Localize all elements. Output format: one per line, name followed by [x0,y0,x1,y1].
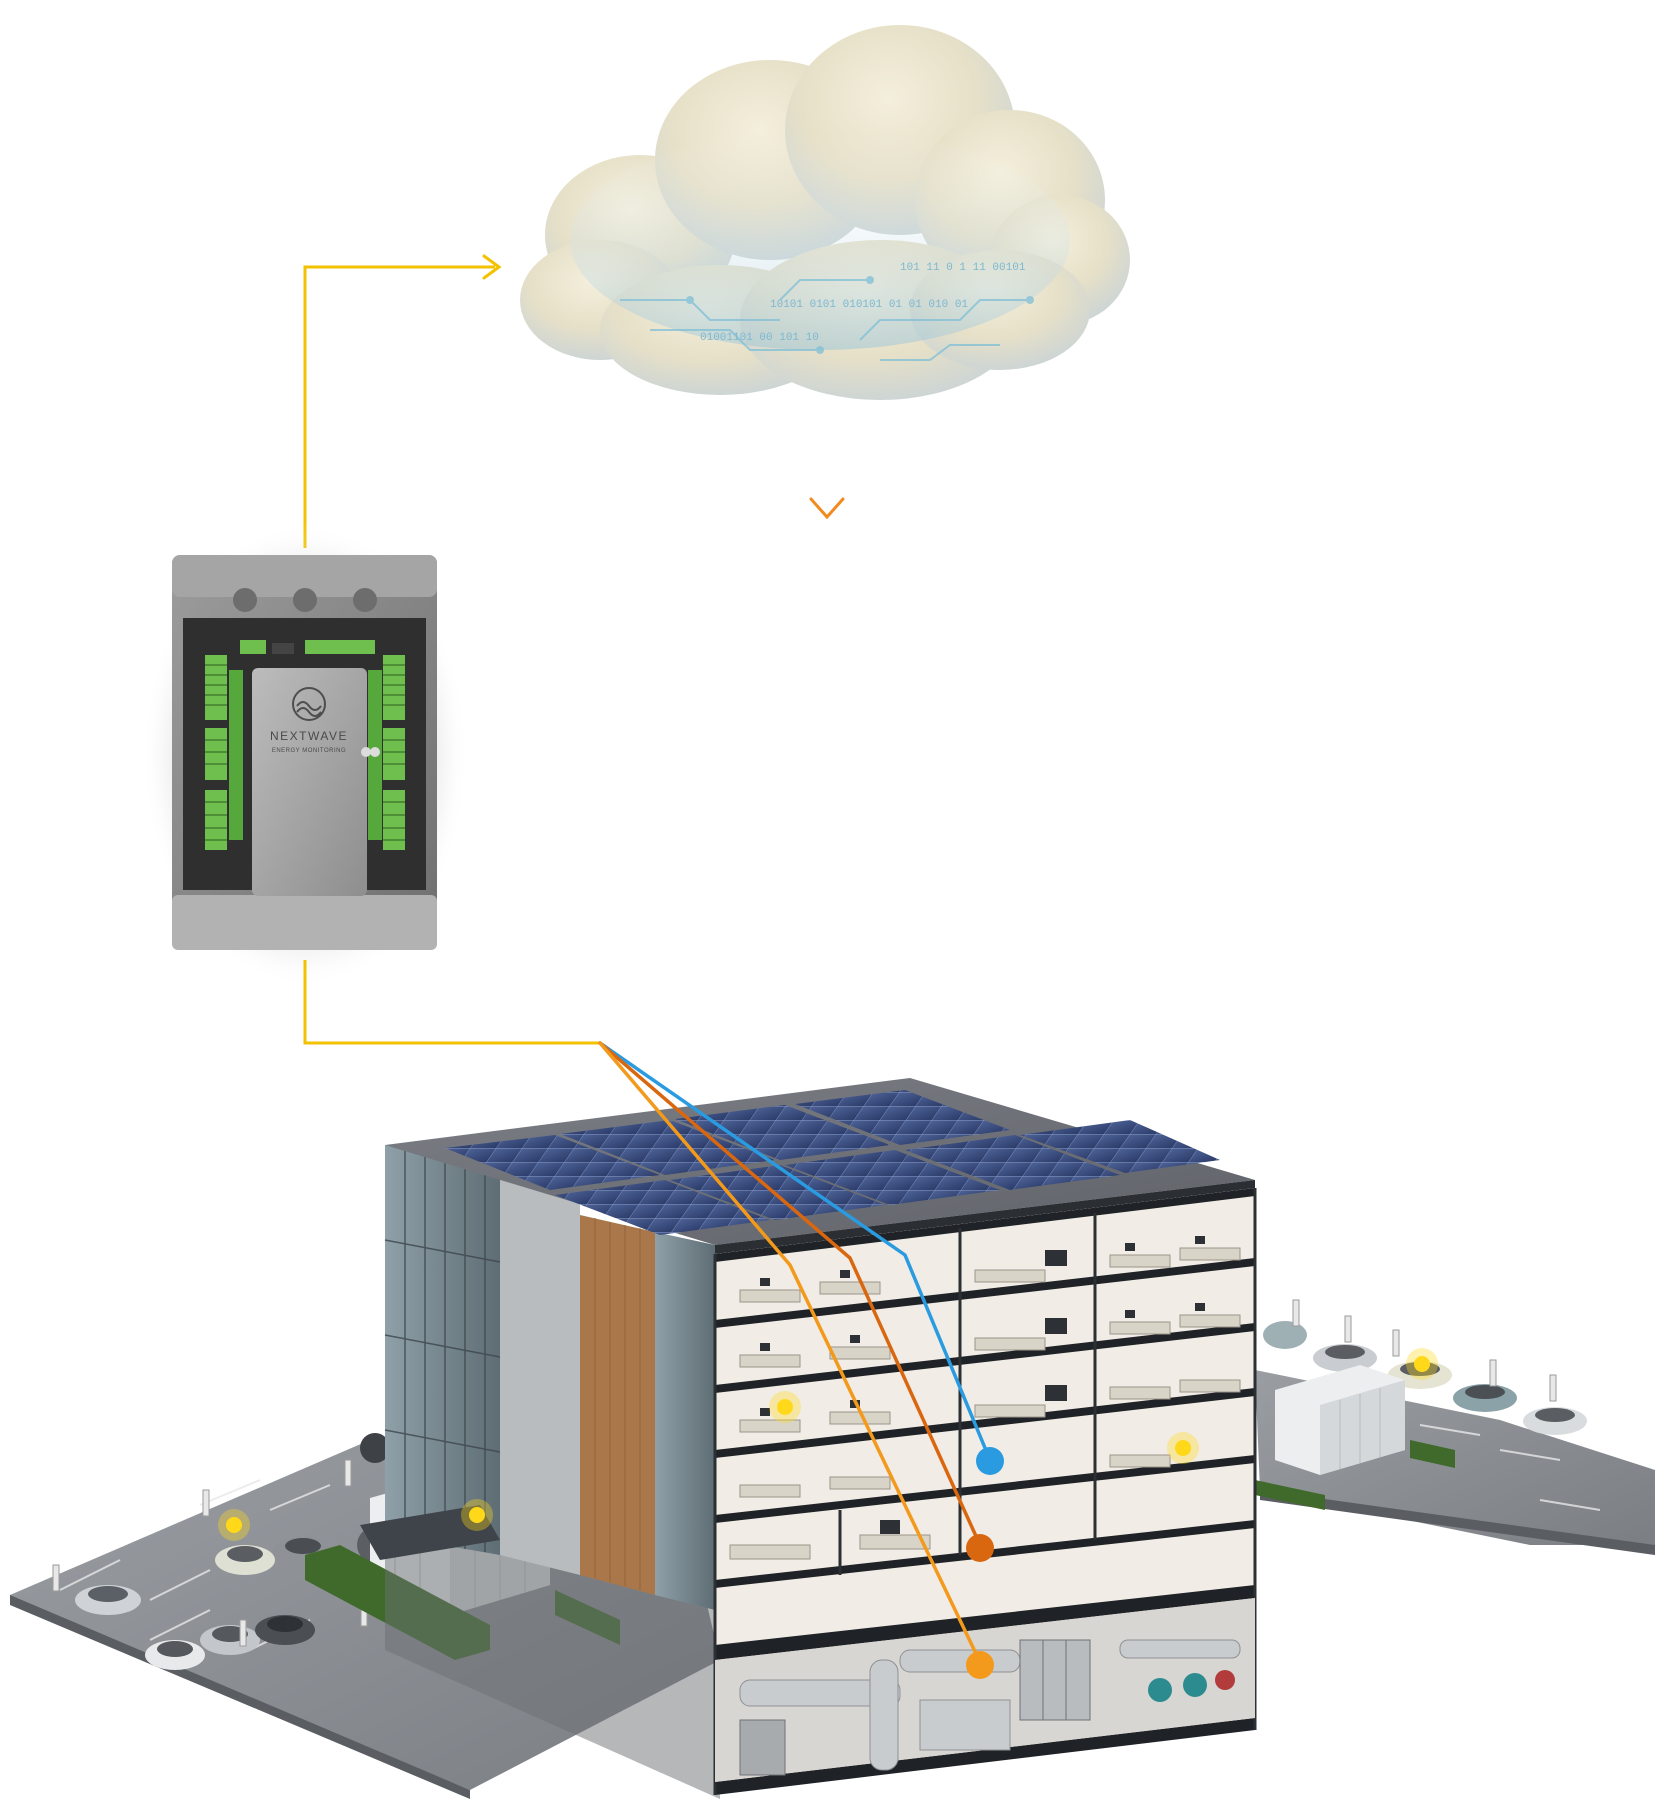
car [1523,1407,1587,1435]
solar-panel-array [445,1090,1220,1235]
endpoint-orange [966,1651,994,1679]
electrical-panels [1019,1639,1091,1721]
cloud-binary-row-3: 01001101 00 101 10 [700,332,819,344]
car [75,1585,141,1615]
car [1263,1321,1307,1349]
device-brand: NEXTWAVE [270,729,348,743]
device-tagline: ENERGY MONITORING [272,748,346,754]
car [1313,1344,1377,1372]
floor-slabs [715,1188,1255,1795]
glass-facade-left [385,1145,500,1555]
uplink-arrow [303,254,502,548]
monitor-module [252,668,367,896]
device-downlink-line [303,960,600,1045]
circuit-traces [620,276,1034,361]
monitoring-wires [598,1041,992,1664]
downlink-arrow [809,385,845,520]
terminal-block-left [205,655,243,850]
mechanical-room [715,1598,1255,1782]
car [360,1433,390,1463]
car [1453,1384,1517,1412]
wood-facade [580,1215,655,1595]
car [215,1545,275,1575]
terminal-block-top [240,640,375,654]
concrete-facade [500,1175,580,1575]
measurement-endpoints [966,1447,1004,1679]
energy-monitor-device: NEXTWAVE ENERGY MONITORING [140,520,470,990]
building-cutaway-icon [10,1078,1655,1799]
wire-blue [598,1041,992,1462]
battery-container-right [1275,1365,1405,1475]
cloud-icon: 101 11 0 1 11 00101 10101 0101 010101 01… [520,25,1130,400]
cloud-binary-row-1: 101 11 0 1 11 00101 [900,262,1026,274]
wire-orange [598,1041,982,1664]
endpoint-dark-orange [966,1534,994,1562]
indicator-dot [226,1356,1430,1533]
pumps [1148,1670,1235,1702]
car [145,1640,205,1670]
car [255,1615,315,1645]
nextwave-logo-icon [292,687,326,721]
endpoint-blue [976,1447,1004,1475]
wire-dark-orange [598,1041,982,1547]
cloud-binary-row-2: 10101 0101 010101 01 01 010 01 [770,299,968,311]
car [200,1625,260,1655]
